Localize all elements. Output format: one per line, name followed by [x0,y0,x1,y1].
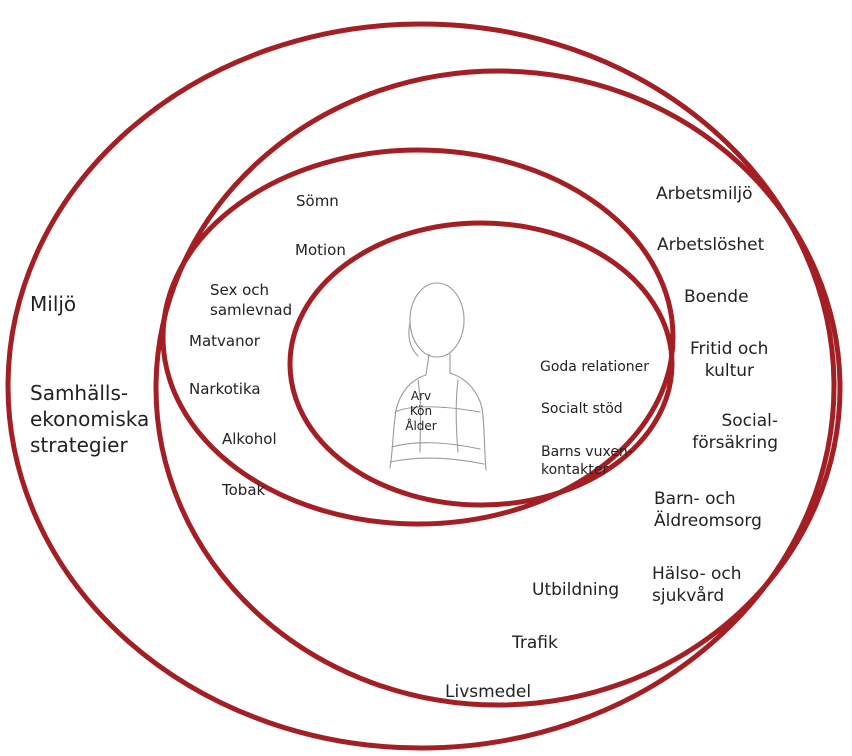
label-miljo: Miljö [30,292,77,316]
label-trafik: Trafik [512,633,558,653]
label-alkohol: Alkohol [222,430,277,448]
label-barn-och-aldreomsorg: Barn- och Äldreomsorg [654,489,762,531]
label-socialforsakring: Social- försäkring [692,411,778,453]
person-sketch [389,282,487,471]
ring-environment [5,21,837,751]
ring-social-network [287,220,675,508]
label-fritid-och-kultur: Fritid och kultur [690,339,769,381]
ring-lifestyle [160,147,676,527]
label-somn: Sömn [296,192,339,210]
label-utbildning: Utbildning [532,580,620,600]
label-alder: Ålder [405,419,437,433]
label-boende: Boende [684,287,749,307]
label-motion: Motion [295,241,346,259]
label-core-factors: Arv Kön Ålder [396,389,446,434]
label-halso-och-sjukvard: Hälso- och sjukvård [652,564,742,606]
label-tobak: Tobak [222,481,266,499]
label-arv: Arv [410,389,432,403]
label-barns-vuxenkontakter: Barns vuxen- kontakter [541,444,633,478]
ring-living-conditions [153,68,843,708]
label-matvanor: Matvanor [189,332,260,350]
label-livsmedel: Livsmedel [445,682,532,702]
label-kon: Kön [409,404,433,418]
label-samhallsekonomiska-strategier: Samhälls- ekonomiska strategier [30,381,150,457]
label-socialt-stod: Socialt stöd [541,401,623,417]
label-arbetsloshet: Arbetslöshet [657,235,765,255]
label-goda-relationer: Goda relationer [540,359,650,375]
label-narkotika: Narkotika [189,380,261,398]
label-sex-och-samlevnad: Sex och samlevnad [210,281,293,319]
label-arbetsmiljo: Arbetsmiljö [656,184,753,204]
